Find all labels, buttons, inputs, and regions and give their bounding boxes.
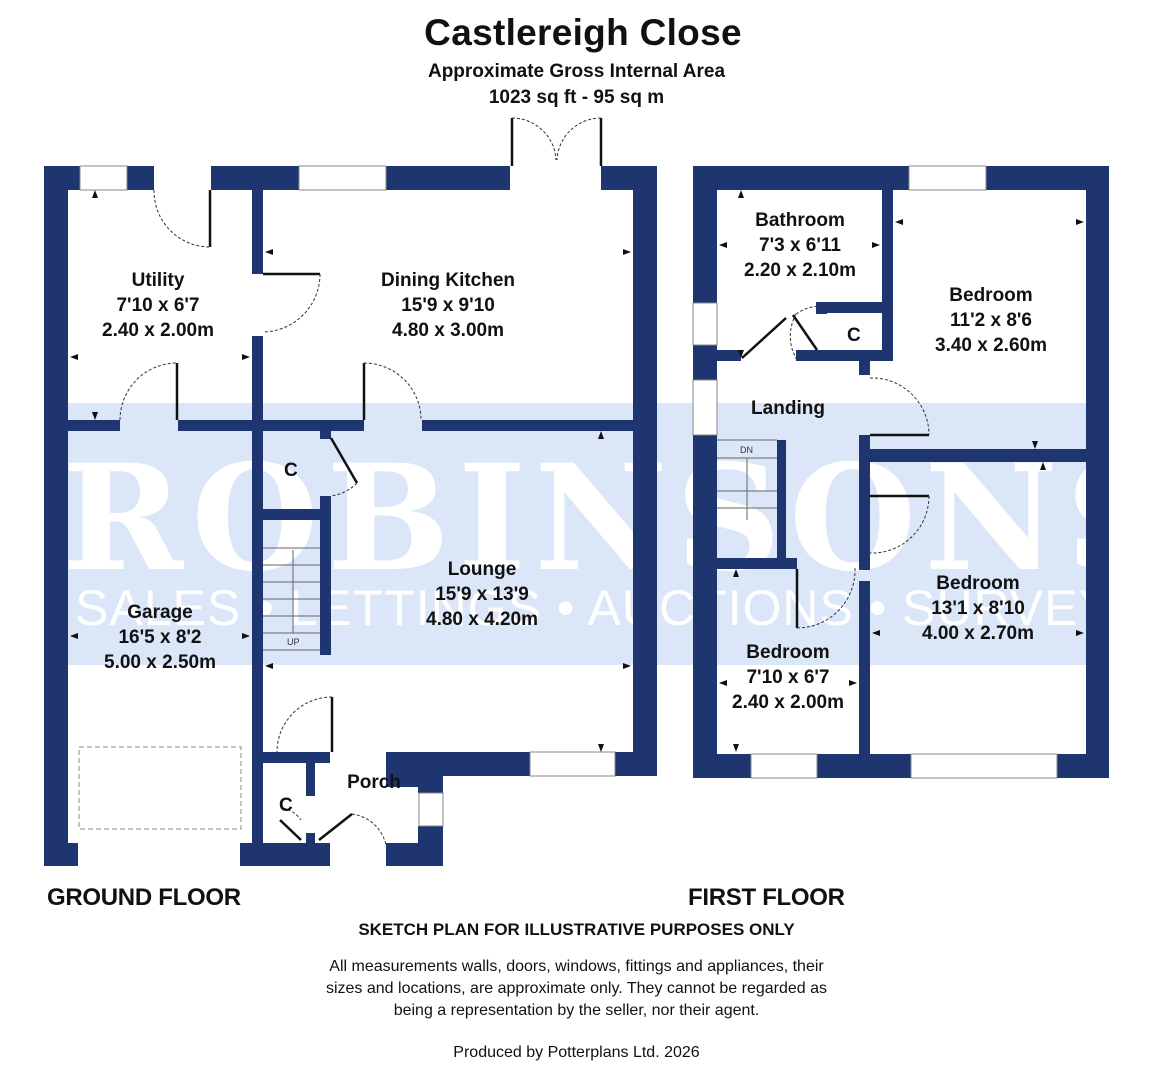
disclaimer: All measurements walls, doors, windows, … xyxy=(0,956,1153,1022)
disclaimer-line: All measurements walls, doors, windows, … xyxy=(329,958,824,975)
windows xyxy=(79,165,1058,827)
room-bedroom-3: Bedroom 7'10 x 6'7 2.40 x 2.00m xyxy=(732,640,844,715)
disclaimer-line: being a representation by the seller, no… xyxy=(393,1002,760,1019)
door-swings xyxy=(119,117,930,846)
garage-door-outline xyxy=(78,746,242,830)
room-imperial: 15'9 x 9'10 xyxy=(401,295,495,316)
room-bedroom-2: Bedroom 13'1 x 8'10 4.00 x 2.70m xyxy=(922,571,1034,646)
room-imperial: 7'10 x 6'7 xyxy=(746,667,830,688)
room-dining-kitchen: Dining Kitchen 15'9 x 9'10 4.80 x 3.00m xyxy=(381,268,515,343)
room-metric: 4.00 x 2.70m xyxy=(922,623,1034,644)
room-imperial: 13'1 x 8'10 xyxy=(931,598,1025,619)
plan-title: Castlereigh Close xyxy=(424,12,742,53)
stairs xyxy=(263,439,777,651)
room-imperial: 7'10 x 6'7 xyxy=(116,295,200,316)
ground-floor-label: GROUND FLOOR xyxy=(47,884,241,911)
walls xyxy=(44,166,1109,866)
cupboard-label: C xyxy=(284,460,298,481)
room-bathroom: Bathroom 7'3 x 6'11 2.20 x 2.10m xyxy=(744,208,856,283)
room-porch: Porch xyxy=(347,770,401,795)
room-name: Porch xyxy=(347,772,401,793)
room-name: Bedroom xyxy=(949,285,1033,306)
area-subtitle: Approximate Gross Internal Area xyxy=(427,61,726,82)
room-metric: 5.00 x 2.50m xyxy=(104,652,216,673)
room-name: Bathroom xyxy=(755,210,845,231)
room-name: Bedroom xyxy=(936,573,1020,594)
gross-area: 1023 sq ft - 95 sq m xyxy=(488,87,665,108)
door-leaves xyxy=(175,118,929,841)
room-imperial: 16'5 x 8'2 xyxy=(118,627,202,648)
room-lounge: Lounge 15'9 x 13'9 4.80 x 4.20m xyxy=(426,557,538,632)
room-metric: 2.40 x 2.00m xyxy=(732,692,844,713)
cupboard-label: C xyxy=(279,795,293,816)
room-utility: Utility 7'10 x 6'7 2.40 x 2.00m xyxy=(102,268,214,343)
room-garage: Garage 16'5 x 8'2 5.00 x 2.50m xyxy=(104,600,216,675)
dimension-arrows xyxy=(70,190,1084,752)
stairs-down-label: DN xyxy=(740,445,753,455)
disclaimer-line: sizes and locations, are approximate onl… xyxy=(325,980,828,997)
room-name: Dining Kitchen xyxy=(380,270,516,291)
room-metric: 4.80 x 4.20m xyxy=(426,609,538,630)
room-name: Utility xyxy=(131,270,185,291)
room-metric: 2.20 x 2.10m xyxy=(744,260,856,281)
room-metric: 2.40 x 2.00m xyxy=(102,320,214,341)
stairs-up-label: UP xyxy=(287,637,300,647)
room-landing: Landing xyxy=(751,396,825,421)
room-name: Bedroom xyxy=(746,642,830,663)
watermark-brand: ROBINSONS xyxy=(62,433,1153,604)
room-metric: 4.80 x 3.00m xyxy=(392,320,504,341)
room-imperial: 7'3 x 6'11 xyxy=(759,235,841,256)
room-bedroom-1: Bedroom 11'2 x 8'6 3.40 x 2.60m xyxy=(935,283,1047,358)
room-name: Garage xyxy=(127,602,193,623)
room-metric: 3.40 x 2.60m xyxy=(935,335,1047,356)
room-imperial: 11'2 x 8'6 xyxy=(950,310,1032,331)
room-imperial: 15'9 x 13'9 xyxy=(435,584,529,605)
watermark-band xyxy=(68,403,1086,665)
sketch-note: SKETCH PLAN FOR ILLUSTRATIVE PURPOSES ON… xyxy=(358,920,795,939)
cupboard-label: C xyxy=(847,325,861,346)
room-name: Lounge xyxy=(447,559,517,580)
first-floor-label: FIRST FLOOR xyxy=(688,884,845,911)
room-name: Landing xyxy=(751,398,825,419)
producer-credit: Produced by Potterplans Ltd. 2026 xyxy=(453,1044,700,1061)
